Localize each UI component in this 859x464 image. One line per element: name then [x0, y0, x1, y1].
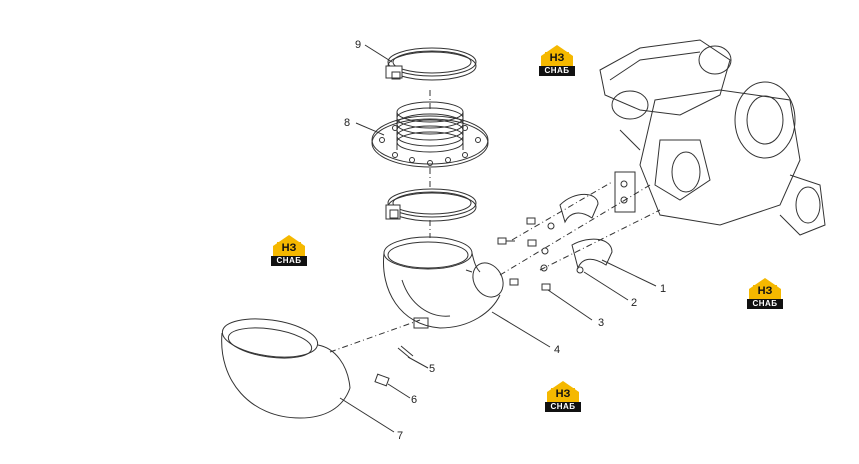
watermark-logo: НЗ СНАБ: [544, 380, 582, 414]
leader-lines: [339, 44, 657, 433]
callout-5: 5: [429, 363, 436, 375]
turbocharger-assembly: [599, 39, 826, 236]
watermark-brand: СНАБ: [747, 299, 783, 309]
part-6-plug: [374, 373, 390, 387]
watermark-brand: СНАБ: [539, 66, 575, 76]
callout-7: 7: [397, 430, 404, 442]
callout-1: 1: [660, 283, 667, 295]
callout-2: 2: [631, 297, 638, 309]
part-3-bolts: [497, 217, 551, 291]
part-1-bracket-lower: [571, 238, 613, 270]
callout-3: 3: [598, 317, 605, 329]
watermark-mark: НЗ: [545, 52, 569, 65]
watermark-logo: НЗ СНАБ: [746, 277, 784, 311]
watermark-brand: СНАБ: [271, 256, 307, 266]
part-8-flexible-connector: [371, 101, 489, 168]
watermark-mark: НЗ: [753, 285, 777, 298]
part-7-elbow-cover: [221, 318, 351, 419]
callout-6: 6: [411, 394, 418, 406]
callout-8: 8: [344, 117, 351, 129]
watermark-logo: НЗ СНАБ: [270, 234, 308, 268]
part-9-clamp: [385, 47, 477, 81]
part-5-pin: [397, 345, 414, 359]
assembly-lines: [329, 90, 661, 353]
part-9-lower-clamp: [385, 188, 477, 222]
part-4-elbow-pipe: [383, 236, 504, 329]
callout-9: 9: [355, 39, 362, 51]
callout-4: 4: [554, 344, 561, 356]
watermark-brand: СНАБ: [545, 402, 581, 412]
watermark-logo: НЗ СНАБ: [538, 44, 576, 78]
watermark-mark: НЗ: [551, 388, 575, 401]
part-1-bracket-upper: [559, 193, 599, 224]
part-2-nuts: [540, 222, 584, 274]
watermark-mark: НЗ: [277, 242, 301, 255]
